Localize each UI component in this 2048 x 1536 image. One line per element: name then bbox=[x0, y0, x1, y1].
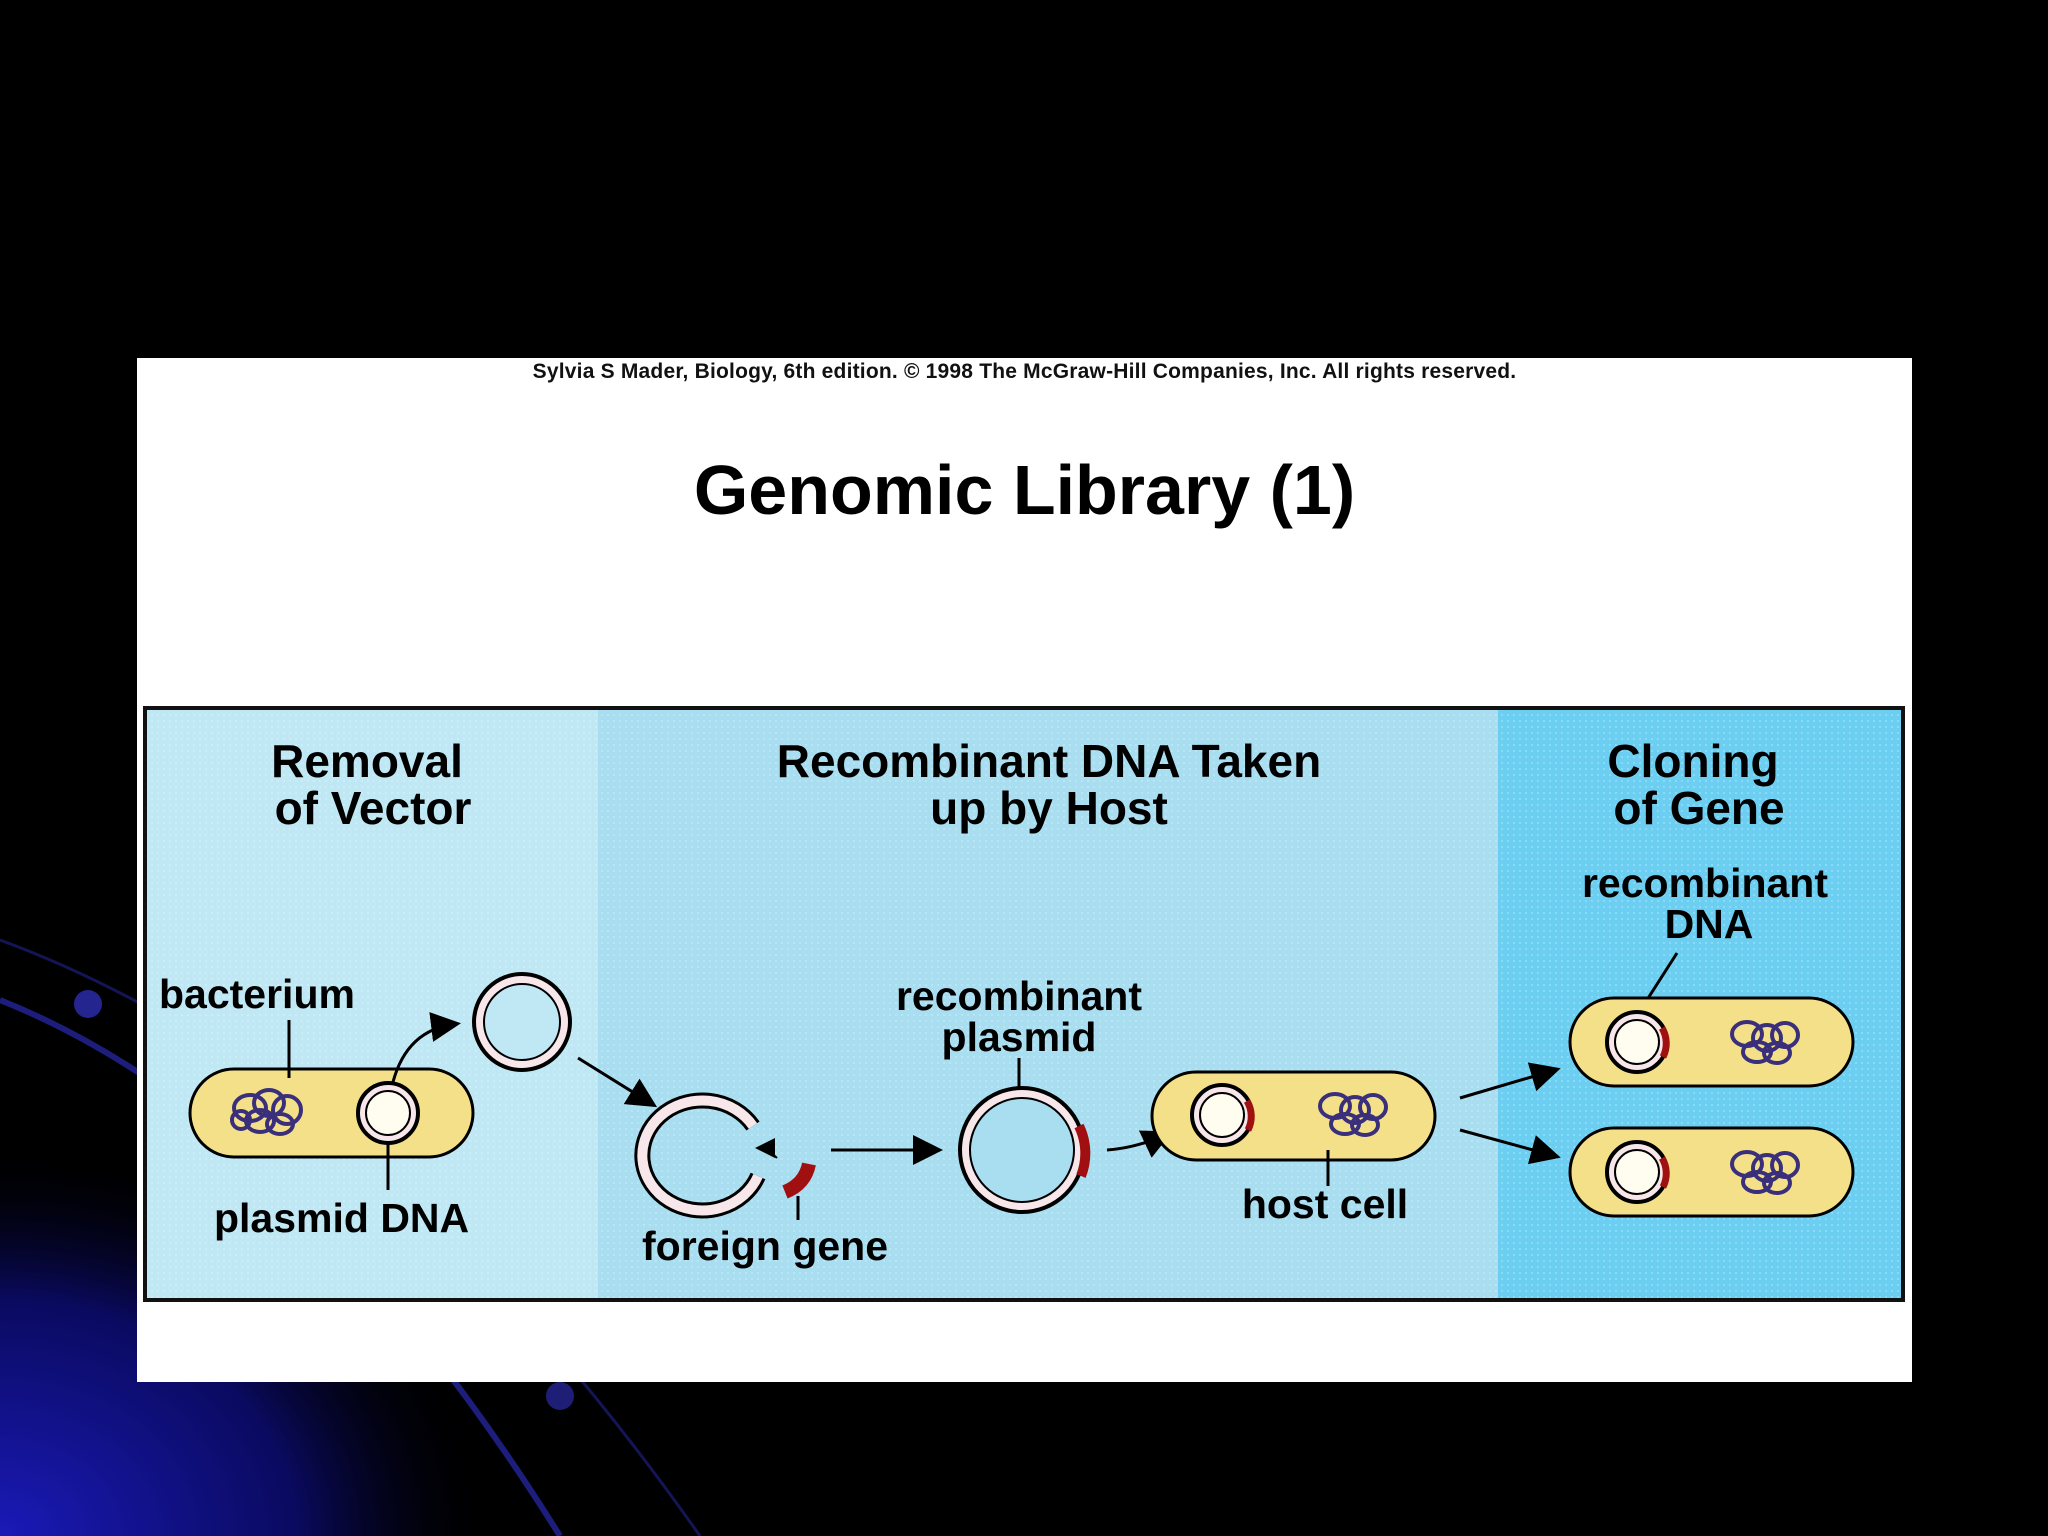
recombinant-plasmid-inner bbox=[969, 1097, 1075, 1203]
panel1-heading-line1: Removal bbox=[271, 735, 463, 787]
bacterium-cell bbox=[188, 1067, 475, 1159]
host-chromosome bbox=[1318, 1092, 1388, 1137]
label-bacterium: bacterium bbox=[159, 971, 355, 1017]
arrow-to-clone-1 bbox=[1459, 1062, 1561, 1100]
label-recombinant-dna-line2: DNA bbox=[1665, 901, 1754, 947]
label-foreign-gene: foreign gene bbox=[642, 1223, 888, 1269]
clone-cell-1-plasmid-inner bbox=[1614, 1019, 1660, 1065]
panel3-heading-line2: of Gene bbox=[1613, 782, 1784, 834]
clone-cell-2-chromosome bbox=[1730, 1150, 1800, 1195]
panel2-heading-line2: up by Host bbox=[930, 782, 1168, 834]
label-recombinant-plasmid-line1: recombinant bbox=[896, 973, 1142, 1019]
textbook-figure: Sylvia S Mader, Biology, 6th edition. © … bbox=[137, 358, 1912, 1382]
bacterial-chromosome bbox=[230, 1088, 303, 1136]
arrow-plasmid-removed bbox=[391, 1012, 461, 1083]
panel1-heading-line2: of Vector bbox=[275, 782, 472, 834]
figure-title: Genomic Library (1) bbox=[693, 451, 1356, 529]
label-recombinant-dna-line1: recombinant bbox=[1582, 860, 1828, 906]
isolated-plasmid-inner bbox=[483, 983, 561, 1061]
clone-cell-1-chromosome bbox=[1730, 1020, 1800, 1065]
foreign-gene-fragment bbox=[782, 1162, 816, 1199]
clone-cell-2-plasmid-insert bbox=[1658, 1156, 1670, 1189]
arrow-gene-insert bbox=[755, 1138, 778, 1159]
panel2-heading-line1: Recombinant DNA Taken bbox=[777, 735, 1321, 787]
panel3-heading-line1: Cloning bbox=[1607, 735, 1778, 787]
host-cell-plasmid-insert bbox=[1243, 1099, 1255, 1132]
genomic-library-diagram: Removal of Vector Recombinant DNA Taken … bbox=[143, 706, 1905, 1302]
label-recombinant-plasmid-line2: plasmid bbox=[942, 1014, 1097, 1060]
copyright-notice: Sylvia S Mader, Biology, 6th edition. © … bbox=[532, 360, 1517, 383]
recombinant-plasmid-insert bbox=[1074, 1123, 1091, 1178]
cut-plasmid-fill bbox=[637, 1095, 763, 1216]
clone-cell-2-plasmid-inner bbox=[1614, 1149, 1660, 1195]
host-cell-plasmid-inner bbox=[1199, 1092, 1245, 1138]
clone-cell-1-plasmid-insert bbox=[1658, 1026, 1670, 1059]
plasmid-in-bacterium-inner bbox=[365, 1090, 411, 1136]
arrow-to-clone-2 bbox=[1459, 1128, 1561, 1165]
label-plasmid-dna: plasmid DNA bbox=[214, 1195, 469, 1241]
panel-frame bbox=[143, 706, 1905, 1302]
arrow-to-cut-plasmid bbox=[577, 1056, 658, 1108]
label-host-cell: host cell bbox=[1242, 1181, 1408, 1227]
recombinant-dna-pointer bbox=[1643, 952, 1679, 1004]
